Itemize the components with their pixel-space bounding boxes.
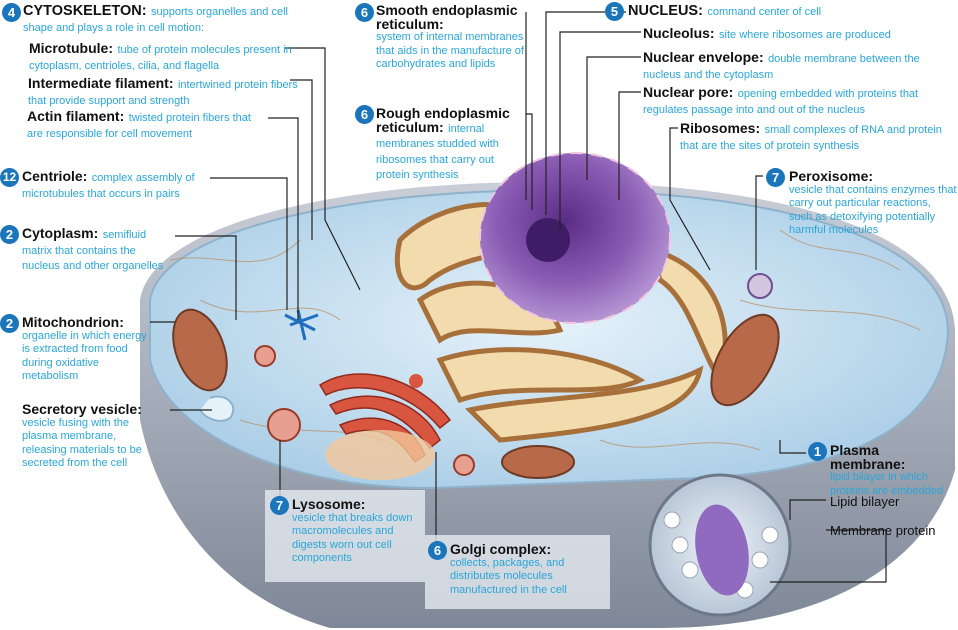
lysosome-label-bg — [265, 490, 425, 582]
number-badge: 6 — [355, 3, 374, 22]
label-desc: double membrane between the nucleus and … — [643, 53, 920, 81]
label-membrane-protein: Membrane protein — [830, 523, 936, 538]
label-nuclear-pore: Nuclear pore: opening embedded with prot… — [643, 84, 955, 117]
label-title: Cytoplasm: — [22, 225, 99, 241]
label-desc: collects, packages, and distributes mole… — [450, 556, 567, 596]
label-desc: command center of cell — [707, 6, 822, 18]
label-title: Smooth endoplasmic reticulum: — [376, 2, 518, 32]
label-desc: intertwined protein fibers that provide … — [28, 79, 298, 107]
label-desc: twisted protein fibers that are responsi… — [27, 112, 251, 140]
label-plasma-membrane: Plasma membrane: lipid bilayer in which … — [830, 442, 958, 498]
label-rough-er: Rough endoplasmic reticulum: internal me… — [376, 105, 526, 183]
label-title: CYTOSKELETON: — [23, 3, 147, 19]
number-badge: 7 — [270, 496, 289, 515]
label-microtubule: Microtubule: tube of protein molecules p… — [29, 40, 314, 73]
number-badge: 12 — [0, 168, 19, 187]
label-ribosomes: Ribosomes: small complexes of RNA and pr… — [680, 120, 956, 153]
label-title: Nuclear pore: — [643, 84, 734, 100]
label-desc: vesicle that contains enzymes that carry… — [789, 183, 957, 237]
membrane-protein-shape — [695, 504, 749, 596]
label-title: Rough endoplasmic reticulum: — [376, 105, 510, 135]
label-golgi: Golgi complex: collects, packages, and d… — [450, 541, 605, 597]
label-smooth-er: Smooth endoplasmic reticulum: system of … — [376, 2, 526, 72]
label-title: Centriole: — [22, 168, 88, 184]
nucleus-shape — [480, 153, 670, 323]
label-desc: organelle in which energy is extracted f… — [22, 329, 147, 383]
number-badge: 7 — [766, 168, 785, 187]
label-cytoplasm: Cytoplasm: semifluid matrix that contain… — [22, 225, 174, 274]
label-nuclear-envelope: Nuclear envelope: double membrane betwee… — [643, 49, 955, 82]
number-badge: 1 — [808, 442, 827, 461]
label-desc: opening embedded with proteins that regu… — [643, 88, 919, 116]
number-badge: 6 — [428, 541, 447, 560]
label-intermediate-filament: Intermediate filament: intertwined prote… — [28, 75, 310, 108]
label-title: NUCLEUS: — [628, 3, 703, 19]
label-title: Golgi complex: — [450, 541, 552, 557]
label-title: Plasma membrane: — [830, 442, 906, 472]
label-title: Lysosome: — [292, 496, 366, 512]
label-desc: small complexes of RNA and protein that … — [680, 124, 942, 152]
label-cytoskeleton: CYTOSKELETON: supports organelles and ce… — [23, 4, 303, 35]
label-title: Microtubule: — [29, 40, 113, 56]
number-badge: 2 — [0, 314, 19, 333]
label-desc: lipid bilayer in which proteins are embe… — [830, 471, 944, 497]
label-mitochondrion: Mitochondrion: organelle in which energy… — [22, 314, 148, 384]
lysosome-shape — [267, 408, 301, 442]
label-title: Nuclear envelope: — [643, 49, 764, 65]
number-badge: 6 — [355, 105, 374, 124]
golgi-label-bg — [425, 535, 610, 609]
label-lysosome: Lysosome: vesicle that breaks down macro… — [292, 496, 422, 566]
label-title: Actin filament: — [27, 108, 125, 124]
label-centriole: Centriole: complex assembly of microtubu… — [22, 168, 212, 201]
label-lipid-bilayer: Lipid bilayer — [830, 494, 900, 509]
label-title: Intermediate filament: — [28, 75, 174, 91]
nucleolus-shape — [526, 218, 570, 262]
label-title: Mitochondrion: — [22, 314, 124, 330]
number-badge: 4 — [2, 3, 21, 22]
label-desc: vesicle fusing with the plasma membrane,… — [22, 416, 142, 470]
label-desc: supports organelles and cell shape and p… — [23, 6, 288, 34]
number-badge: 2 — [0, 225, 19, 244]
label-secretory-vesicle: Secretory vesicle: vesicle fusing with t… — [22, 401, 157, 471]
label-desc: semifluid matrix that contains the nucle… — [22, 229, 164, 272]
number-badge: 5 — [605, 2, 624, 21]
label-desc: system of internal membranes that aids i… — [376, 31, 524, 70]
label-desc: internal membranes studded with ribosome… — [376, 122, 499, 182]
label-desc: complex assembly of microtubules that oc… — [22, 172, 195, 200]
label-title: Nucleolus: — [643, 25, 715, 41]
label-desc: vesicle that breaks down macromolecules … — [292, 511, 413, 565]
label-nucleolus: Nucleolus: site where ribosomes are prod… — [643, 25, 955, 43]
cytoplasm-surface — [149, 188, 950, 490]
label-peroxisome: Peroxisome: vesicle that contains enzyme… — [789, 168, 957, 238]
label-desc: site where ribosomes are produced — [719, 29, 891, 41]
label-desc: tube of protein molecules present in cyt… — [29, 44, 292, 72]
label-title: Ribosomes: — [680, 120, 761, 136]
label-actin-filament: Actin filament: twisted protein fibers t… — [27, 108, 267, 141]
label-title: Peroxisome: — [789, 168, 874, 184]
label-title: Secretory vesicle: — [22, 401, 142, 417]
label-nucleus: NUCLEUS: command center of cell — [628, 4, 953, 20]
